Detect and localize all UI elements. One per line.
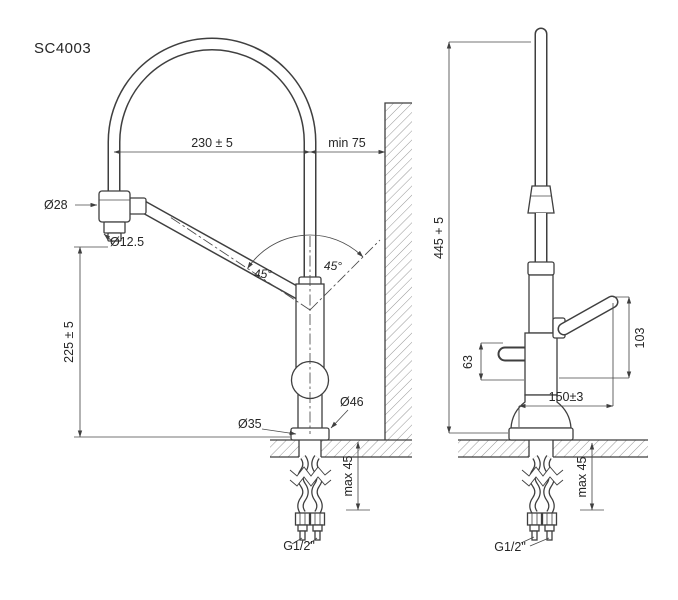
spray-head bbox=[98, 190, 131, 223]
dim-min-wall: min 75 bbox=[328, 136, 366, 150]
hose-connector bbox=[526, 512, 543, 526]
wall-section bbox=[384, 102, 412, 440]
dim-aerator-diameter: Ø12.5 bbox=[110, 235, 144, 249]
side-dimensions: 445 + 5 63 103 150±3 max 45 G1/2" bbox=[432, 41, 647, 554]
head-fitting bbox=[128, 197, 147, 215]
swivel-centerlines bbox=[169, 216, 381, 434]
front-dimensions: 230 ± 5 min 75 Ø28 Ø12.5 45° 45° 225 ± 5… bbox=[44, 136, 386, 553]
dim-angle-right: 45° bbox=[324, 259, 342, 273]
dim-thread: G1/2" bbox=[494, 540, 526, 554]
spray-head-side bbox=[527, 185, 555, 214]
main-body bbox=[524, 332, 558, 396]
hose-connector bbox=[541, 512, 558, 526]
break-symbol bbox=[290, 467, 331, 486]
dim-base-diameter: Ø35 bbox=[238, 417, 262, 431]
dim-spout-height: 225 ± 5 bbox=[62, 321, 76, 363]
supply-hoses bbox=[289, 455, 332, 541]
base-flange bbox=[508, 427, 574, 441]
model-label: SC4003 bbox=[34, 40, 91, 57]
dim-angle-left: 45° bbox=[254, 267, 272, 281]
dim-max-counter: max 45 bbox=[341, 455, 355, 496]
upper-body bbox=[528, 274, 554, 334]
dim-handle-height: 103 bbox=[633, 328, 647, 349]
dim-spout-reach: 230 ± 5 bbox=[191, 136, 233, 150]
hose-connector bbox=[294, 512, 311, 526]
dim-spray-diameter: Ø28 bbox=[44, 198, 68, 212]
neck-collar bbox=[527, 261, 555, 276]
hose-connector bbox=[309, 512, 326, 526]
countertop-section bbox=[458, 439, 648, 459]
dim-flange-diameter: Ø46 bbox=[340, 395, 364, 409]
dim-outlet-height: 63 bbox=[461, 355, 475, 369]
countertop-section bbox=[270, 439, 412, 459]
faucet-side bbox=[497, 27, 619, 441]
faucet-front bbox=[98, 37, 330, 441]
dim-max-counter: max 45 bbox=[575, 456, 589, 497]
front-view: 230 ± 5 min 75 Ø28 Ø12.5 45° 45° 225 ± 5… bbox=[44, 37, 412, 553]
supply-hoses bbox=[521, 455, 564, 541]
dim-depth: 150±3 bbox=[549, 390, 584, 404]
dim-thread: G1/2" bbox=[283, 539, 315, 553]
side-view: 445 + 5 63 103 150±3 max 45 G1/2" bbox=[432, 27, 648, 554]
break-symbol bbox=[522, 467, 563, 486]
dim-total-height: 445 + 5 bbox=[432, 217, 446, 259]
spray-nozzle bbox=[103, 221, 126, 234]
